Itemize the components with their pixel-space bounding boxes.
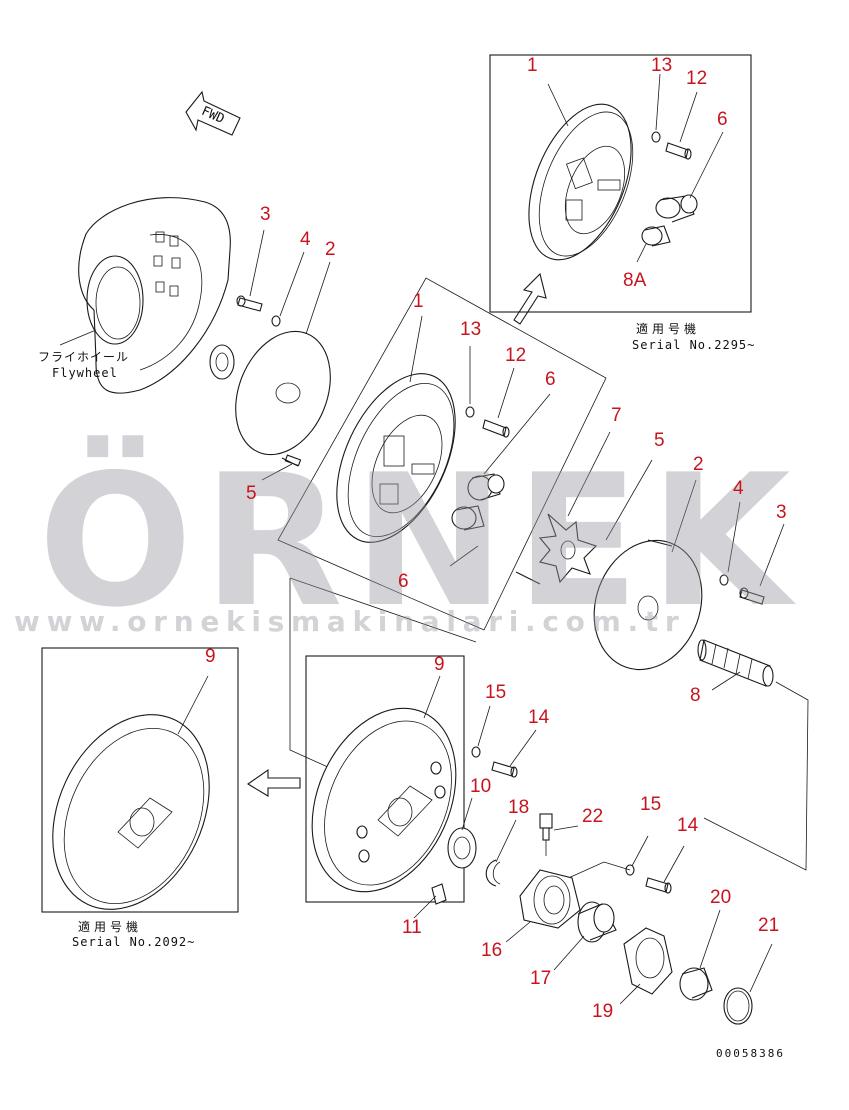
inset-top-serial: Serial No.2295~ [632,338,756,352]
inset-left-serial: Serial No.2092~ [72,935,196,949]
callout-6-upper: 6 [545,369,556,390]
inset-box-top [489,54,752,313]
fwd-arrow-icon [185,90,241,136]
callout-5-left: 5 [246,483,257,504]
snap-ring-21 [723,987,753,1025]
callout-20: 20 [710,887,732,908]
callout-19: 19 [592,1001,614,1022]
housing-16 [519,869,581,929]
callout-2-top: 2 [325,239,336,260]
callout-4-right: 4 [733,478,744,499]
callout-7: 7 [611,405,622,426]
callout-17: 17 [530,968,552,989]
shaft-8 [697,639,809,871]
callout-6-lower: 6 [398,571,409,592]
callout-3-top: 3 [260,204,271,225]
connector-lines [289,577,631,881]
callout-12-main: 12 [505,345,527,366]
watermark-url: www.ornekismakinalari.com.tr [14,605,686,638]
bearing-17 [577,901,617,943]
flywheel-housing [59,197,231,394]
cap-19 [623,927,673,995]
plate-2-top [235,330,331,467]
lower-main-box [305,655,518,905]
callout-14-upper: 14 [528,707,550,728]
main-disk-box [277,277,607,631]
fitting-22 [539,813,553,856]
callout-12-inset: 12 [686,68,708,89]
watermark-brand: ÖRNEK [38,435,801,647]
callout-21: 21 [758,915,780,936]
inset-left-jp: 適用号機 [78,920,143,934]
inset-top-jp: 適用号機 [636,322,701,336]
flywheel-label-jp: フライホイール [38,350,130,364]
callout-5-right: 5 [654,430,665,451]
callout-15-lower: 15 [640,794,662,815]
flywheel-label-en: Flywheel [52,366,118,380]
callout-6-inset: 6 [717,109,728,130]
arrow-to-left-inset-icon [246,768,301,797]
seal-20 [679,967,713,1001]
bolt-3-top [236,295,281,327]
callout-3-right: 3 [776,502,787,523]
callout-9-left: 9 [205,646,216,667]
plate-2-right [593,539,765,671]
callout-22: 22 [582,806,604,827]
callout-13-inset: 13 [651,55,673,76]
callout-2-right: 2 [693,454,704,475]
callout-14-lower: 14 [677,815,699,836]
callout-1-main: 1 [413,291,424,312]
callout-9-main: 9 [434,654,445,675]
callout-16: 16 [481,940,503,961]
callout-1-inset: 1 [527,55,538,76]
circlip-18 [485,859,501,887]
callout-4-top: 4 [300,229,311,250]
document-number: 00058386 [716,1047,785,1060]
arrow-to-top-inset-icon [513,272,547,325]
leader-lines [249,229,785,1005]
callout-15-upper: 15 [485,682,507,703]
callout-8a-inset: 8A [623,270,647,291]
callout-18: 18 [508,797,530,818]
callout-13-main: 13 [460,319,482,340]
callout-8: 8 [690,685,701,706]
bolt-14-lower [625,864,672,894]
inset-box-left [41,647,239,913]
callout-11: 11 [402,917,422,938]
star-disc-7 [515,513,598,585]
callout-10: 10 [470,776,492,797]
flywheel-bearing [209,344,235,380]
